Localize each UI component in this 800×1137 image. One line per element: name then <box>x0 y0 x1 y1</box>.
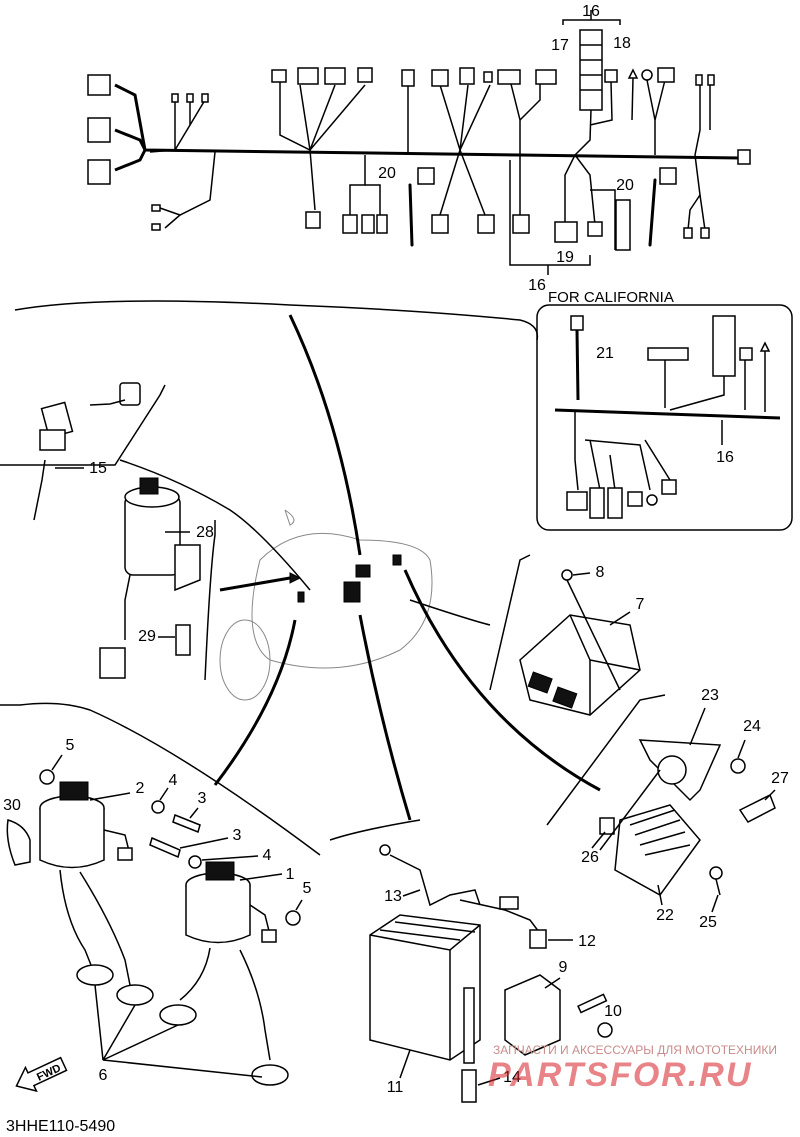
wire-harness: 16 17 18 20 20 19 16 <box>87 3 751 294</box>
callout-19: 19 <box>556 249 574 266</box>
callout-22: 22 <box>656 907 674 924</box>
callout-28: 28 <box>196 524 214 541</box>
callout-16-top: 16 <box>582 3 600 20</box>
diagram-code: 3HHE110-5490 <box>6 1118 115 1135</box>
part-28-main-switch: 28 29 <box>99 477 214 679</box>
watermark-brand: PARTSFOR.RU <box>488 1056 752 1094</box>
callout-18: 18 <box>613 35 631 52</box>
callout-30: 30 <box>3 797 21 814</box>
callout-5-top: 5 <box>66 737 75 754</box>
inset-title: FOR CALIFORNIA <box>548 289 674 306</box>
motorcycle-outline <box>219 509 433 701</box>
part-15-switch: 15 <box>33 382 141 521</box>
callout-2: 2 <box>136 780 145 797</box>
callout-3-top: 3 <box>198 790 207 807</box>
callout-17: 17 <box>551 37 569 54</box>
watermark-caption: ЗАПЧАСТИ И АКСЕССУАРЫ ДЛЯ МОТОТЕХНИКИ <box>493 1043 777 1057</box>
callout-6: 6 <box>99 1067 108 1084</box>
watermark: ЗАПЧАСТИ И АКСЕССУАРЫ ДЛЯ МОТОТЕХНИКИ PA… <box>488 1043 777 1094</box>
part-22-rectifier: 23 24 27 26 22 25 <box>581 687 789 931</box>
callout-25: 25 <box>699 914 717 931</box>
callout-20-left: 20 <box>378 165 396 182</box>
callout-23: 23 <box>701 687 719 704</box>
callout-12: 12 <box>578 933 596 950</box>
callout-4-bottom: 4 <box>263 847 272 864</box>
callout-20-right: 20 <box>616 177 634 194</box>
fwd-label: FWD <box>35 1062 63 1083</box>
callout-14: 14 <box>503 1069 521 1086</box>
callout-10: 10 <box>604 1003 622 1020</box>
part-7-ecu: 7 8 <box>519 564 645 716</box>
california-inset: FOR CALIFORNIA 21 16 <box>536 289 793 531</box>
callout-1: 1 <box>286 866 295 883</box>
callout-27: 27 <box>771 770 789 787</box>
fwd-arrow: FWD <box>15 1056 68 1093</box>
callout-16-inset: 16 <box>716 449 734 466</box>
callout-16-bottom: 16 <box>528 277 546 294</box>
callout-15: 15 <box>89 460 107 477</box>
callout-26: 26 <box>581 849 599 866</box>
callout-13: 13 <box>384 888 402 905</box>
callout-11: 11 <box>387 1079 404 1096</box>
callout-9: 9 <box>559 959 568 976</box>
callout-8: 8 <box>596 564 605 581</box>
callout-4-top: 4 <box>169 772 178 789</box>
callout-5-bottom: 5 <box>303 880 312 897</box>
callout-7: 7 <box>636 596 645 613</box>
callout-3-bottom: 3 <box>233 827 242 844</box>
section-dividers <box>0 300 666 856</box>
callout-29: 29 <box>138 628 156 645</box>
callout-21: 21 <box>596 345 614 362</box>
part-ignition-coils: 5 2 4 3 3 4 1 5 30 6 <box>3 737 312 1086</box>
part-11-battery: 13 12 9 10 11 14 <box>369 844 622 1103</box>
callout-24: 24 <box>743 718 761 735</box>
